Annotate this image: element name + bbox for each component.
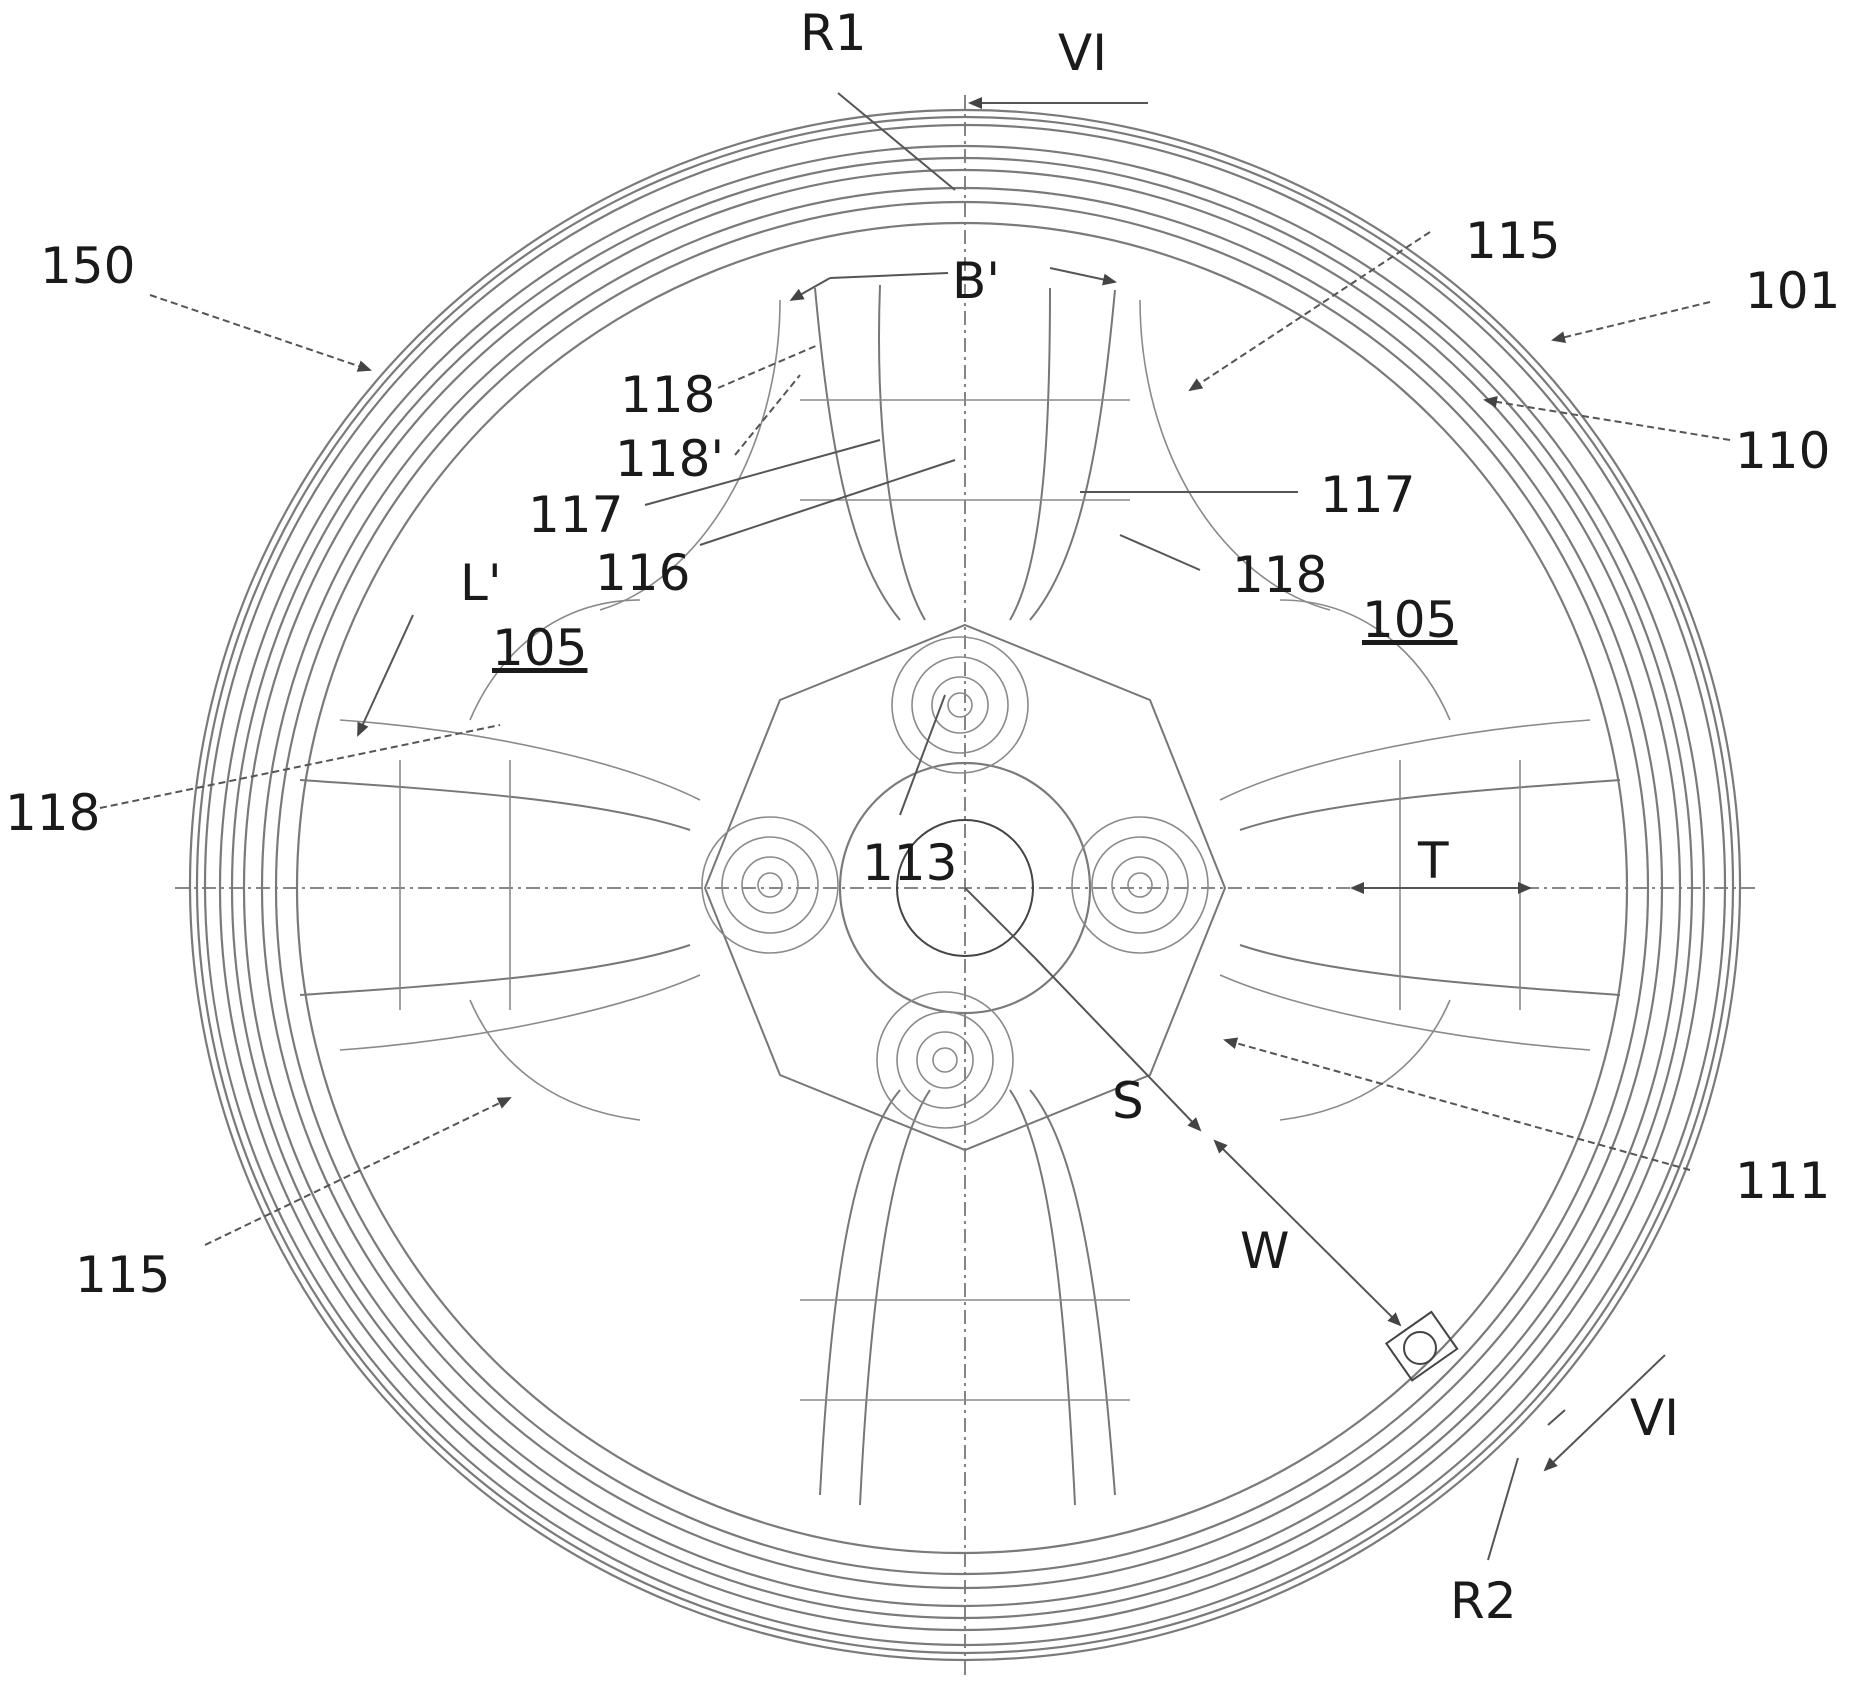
label-118-left: 118 bbox=[5, 784, 100, 842]
label-118: 118 bbox=[620, 366, 715, 424]
101-leader bbox=[1553, 302, 1710, 340]
label-110: 110 bbox=[1735, 422, 1830, 480]
label-b-prime: B' bbox=[952, 252, 1000, 310]
bolt-hole-bottom bbox=[877, 992, 1013, 1128]
bolt-hole-left bbox=[702, 817, 838, 953]
label-r1: R1 bbox=[800, 4, 867, 62]
l-prime-leader bbox=[358, 615, 413, 735]
label-117-left: 117 bbox=[528, 486, 623, 544]
118-left-leader bbox=[100, 725, 500, 808]
b-prime-dimension-mid bbox=[830, 273, 948, 278]
label-116: 116 bbox=[595, 544, 690, 602]
111-leader bbox=[1225, 1040, 1690, 1170]
leader-lines bbox=[100, 93, 1730, 1560]
label-111: 111 bbox=[1735, 1152, 1830, 1210]
label-115-bottom: 115 bbox=[75, 1246, 170, 1304]
label-s: S bbox=[1112, 1072, 1144, 1130]
bolt-hole-right bbox=[1072, 817, 1208, 953]
label-118-prime: 118' bbox=[615, 430, 724, 488]
label-r2: R2 bbox=[1450, 1572, 1517, 1630]
r1-leader bbox=[838, 93, 955, 190]
label-vi-bottom: VI bbox=[1630, 1389, 1679, 1447]
label-t: T bbox=[1417, 832, 1449, 890]
115-bottom-leader bbox=[205, 1098, 510, 1245]
116-leader bbox=[700, 460, 955, 545]
r2-leader bbox=[1488, 1458, 1518, 1560]
118-right-leader bbox=[1120, 535, 1200, 570]
label-105-left: 105 bbox=[492, 619, 587, 677]
label-101: 101 bbox=[1745, 262, 1840, 320]
118-prime-leader bbox=[735, 375, 800, 455]
label-118-right: 118 bbox=[1232, 546, 1327, 604]
label-w: W bbox=[1240, 1222, 1289, 1280]
150-leader bbox=[150, 295, 370, 370]
label-150: 150 bbox=[40, 237, 135, 295]
s-dimension-inner bbox=[965, 888, 1035, 958]
label-117-right: 117 bbox=[1320, 466, 1415, 524]
label-vi-top: VI bbox=[1058, 24, 1107, 82]
label-l-prime: L' bbox=[460, 554, 502, 612]
label-113: 113 bbox=[862, 834, 957, 892]
label-105-right: 105 bbox=[1362, 591, 1457, 649]
spokes bbox=[300, 285, 1620, 1505]
bolt-hole-top bbox=[892, 637, 1028, 773]
118-leader bbox=[718, 345, 818, 388]
113-leader bbox=[900, 695, 945, 815]
b-prime-dimension-right bbox=[1050, 268, 1115, 282]
label-115-top: 115 bbox=[1465, 212, 1560, 270]
